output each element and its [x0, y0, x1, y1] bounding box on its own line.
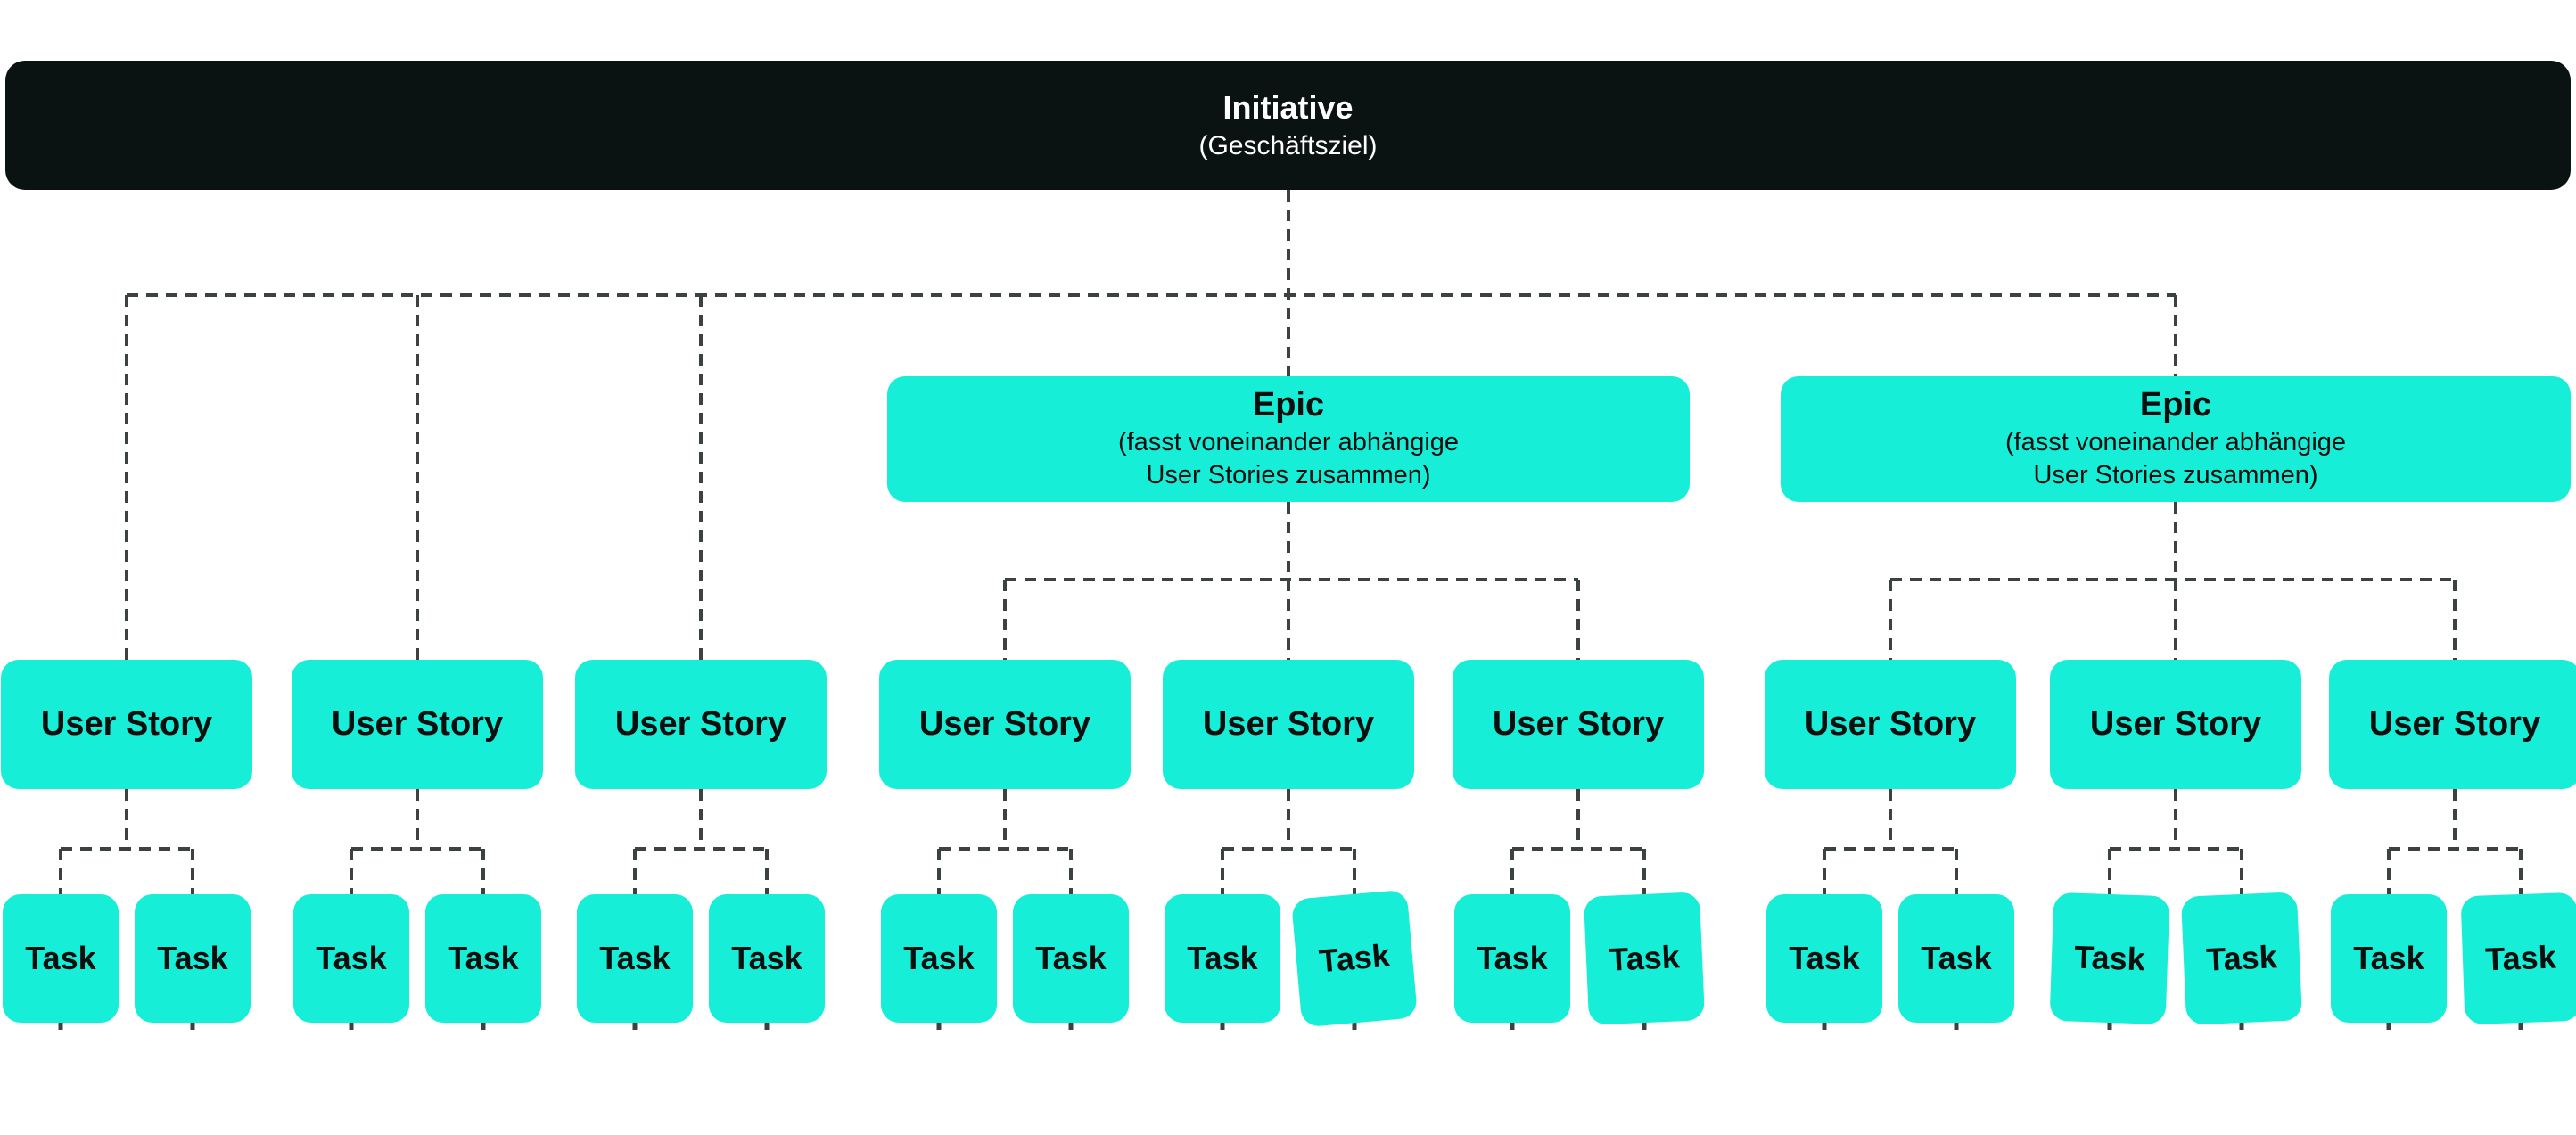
task-label: Task [2484, 938, 2557, 978]
task-label: Task [157, 940, 228, 976]
task-label: Task [1921, 940, 1992, 976]
task-node: Task [1013, 894, 1129, 1023]
task-label: Task [1035, 940, 1107, 976]
user-story-node: User Story [1, 660, 252, 789]
task-label: Task [1317, 936, 1392, 980]
epic-subtitle-line2: User Stories zusammen) [1146, 461, 1431, 490]
epic-subtitle-line1: (fasst voneinander abhängige [2004, 427, 2347, 456]
task-continuation-ticks [58, 1023, 2523, 1032]
epic-title: Epic [1252, 386, 1325, 424]
initiative-node: Initiative (Geschäftsziel) [5, 61, 2571, 190]
task-node: Task [709, 894, 825, 1023]
user-story-node: User Story [1453, 660, 1704, 789]
task-node: Task [2331, 894, 2447, 1023]
user-story-label: User Story [614, 705, 787, 743]
task-label: Task [1187, 940, 1258, 976]
epic-subtitle-line2: User Stories zusammen) [2033, 461, 2318, 490]
user-story-label: User Story [331, 705, 504, 743]
task-node: Task [1898, 894, 2014, 1023]
user-story-node: User Story [879, 660, 1131, 789]
task-node: Task [1165, 894, 1280, 1023]
task-node: Task [2049, 892, 2170, 1025]
user-story-label: User Story [1492, 705, 1665, 743]
task-node: Task [577, 894, 693, 1023]
task-label: Task [599, 940, 671, 976]
task-node: Task [1766, 894, 1882, 1023]
user-story-node: User Story [575, 660, 827, 789]
task-node: Task [293, 894, 409, 1023]
task-label: Task [731, 940, 802, 976]
user-story-label: User Story [40, 705, 213, 743]
user-story-label: User Story [1804, 705, 1977, 743]
task-label: Task [448, 940, 519, 976]
task-label: Task [316, 940, 387, 976]
task-node: Task [3, 894, 119, 1023]
task-label: Task [1477, 940, 1548, 976]
task-label: Task [2205, 938, 2278, 978]
user-story-node: User Story [2329, 660, 2576, 789]
user-story-node: User Story [1163, 660, 1414, 789]
task-node: Task [2180, 892, 2303, 1025]
task-node: Task [425, 894, 541, 1023]
initiative-title: Initiative [1222, 89, 1354, 127]
user-story-label: User Story [2089, 705, 2262, 743]
user-story-label: User Story [918, 705, 1091, 743]
task-label: Task [2073, 938, 2146, 978]
initiative-subtitle: (Geschäftsziel) [1198, 130, 1378, 160]
task-node: Task [1454, 894, 1570, 1023]
task-label: Task [1789, 940, 1860, 976]
epic-subtitle-line1: (fasst voneinander abhängige [1117, 427, 1460, 456]
task-node: Task [881, 894, 997, 1023]
task-node: Task [2460, 892, 2576, 1025]
user-story-node: User Story [2050, 660, 2301, 789]
user-story-node: User Story [292, 660, 543, 789]
epic-title: Epic [2139, 386, 2212, 424]
user-story-label: User Story [2368, 705, 2541, 743]
user-story-node: User Story [1765, 660, 2016, 789]
user-story-label: User Story [1202, 705, 1375, 743]
task-node: Task [1583, 892, 1706, 1025]
task-node: Task [135, 894, 251, 1023]
task-node: Task [1290, 889, 1419, 1028]
task-label: Task [25, 940, 96, 976]
task-label: Task [1608, 938, 1681, 978]
task-label: Task [2353, 940, 2424, 976]
task-label: Task [903, 940, 975, 976]
